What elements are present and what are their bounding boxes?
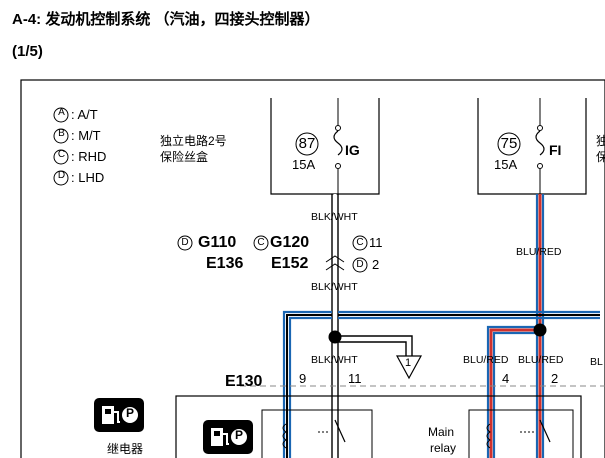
page-number: (1/5) (12, 43, 43, 60)
fuse-number-75: 75 (500, 135, 518, 152)
connector-mark-d-pin: D (356, 259, 364, 270)
diagram-frame (20, 79, 605, 458)
fuse-box-ig (270, 98, 380, 195)
legend-text-d: : LHD (71, 170, 105, 185)
fuel-pump-relay-box (261, 409, 373, 458)
connector-g120: G120 (270, 234, 310, 251)
wire-branch-pin4 (486, 325, 537, 458)
fuel-pump-icon-letter-2: P (234, 428, 243, 442)
connector-chevron (325, 255, 345, 271)
connector-mark-c-pin: C (356, 237, 364, 248)
connector-pin-d: 2 (372, 257, 380, 272)
legend-mark-c: C (57, 149, 66, 160)
fuel-pump-relay-caption: 继电器 (107, 442, 144, 456)
reference-arrow-label: 1 (405, 357, 412, 369)
main-relay-box (468, 409, 574, 458)
legend-mark-d: D (57, 170, 66, 181)
main-relay-label: Main (428, 425, 455, 439)
fuse-amps-75: 15A (494, 157, 518, 172)
wire-label-blu-red-2: BLU/RED (463, 354, 509, 366)
connector-e130: E130 (225, 373, 263, 390)
relay-coil-fp (282, 423, 287, 449)
wire-label-blk-wht-1: BLK/WHT (311, 211, 358, 223)
fuse-box-label-cut: 独 (596, 134, 605, 148)
relay-contact-main (539, 419, 551, 443)
connector-mark-c: C (257, 237, 265, 248)
fuse-box-label-2: 保险丝盒 (160, 150, 209, 164)
fuel-pump-glyph-outer (102, 406, 138, 424)
junction-dot-left (328, 330, 342, 344)
wire-bus-blue (282, 310, 600, 458)
wire-branch-arrow (338, 335, 423, 380)
fuse-symbol-ig (295, 98, 343, 194)
fuse-box-label-cut-2: 保 (596, 150, 605, 164)
legend-text-c: : RHD (71, 149, 107, 164)
junction-dot-right (533, 323, 547, 337)
wire-label-blu-red-1: BLU/RED (516, 246, 562, 258)
fuse-number-87: 87 (298, 135, 316, 152)
relay-coil-main (486, 423, 491, 449)
fuse-amps-87: 15A (292, 157, 316, 172)
fuse-name-ig: IG (345, 142, 360, 158)
fuse-symbol-fi (497, 98, 545, 194)
legend-text-b: : M/T (71, 128, 101, 143)
connector-g110: G110 (198, 234, 237, 251)
fuse-box-label: 独立电路2号 (160, 134, 227, 148)
pin-9: 9 (299, 371, 307, 386)
legend-mark-a: A (58, 107, 65, 118)
connector-e136: E136 (206, 255, 244, 272)
wire-label-blu-red-3: BLU/RED (518, 354, 564, 366)
page-title: A-4: 发动机控制系统 （汽油，四接头控制器） (12, 11, 320, 28)
pin-2: 2 (551, 371, 559, 386)
connector-pin-c: 11 (369, 235, 383, 250)
main-relay-label-2: relay (430, 441, 457, 455)
legend-text-a: : A/T (71, 107, 98, 122)
fuel-pump-icon-letter: P (125, 406, 134, 420)
wire-label-blk-wht-3: BLK/WHT (311, 354, 358, 366)
connector-mark-d: D (181, 237, 189, 248)
engine-control-module (175, 395, 582, 458)
fuel-pump-glyph-inner (211, 428, 247, 446)
legend-mark-b: B (58, 128, 65, 139)
wire-blk-wht (331, 194, 339, 458)
connector-e152: E152 (271, 255, 309, 272)
wire-label-cut: BL (590, 356, 603, 368)
pin-11: 11 (348, 371, 362, 386)
fuse-name-fi: FI (549, 142, 562, 158)
wire-label-blk-wht-2: BLK/WHT (311, 281, 358, 293)
pin-4: 4 (502, 371, 510, 386)
fuse-box-fi (477, 98, 587, 195)
relay-contact-fp (334, 419, 346, 443)
